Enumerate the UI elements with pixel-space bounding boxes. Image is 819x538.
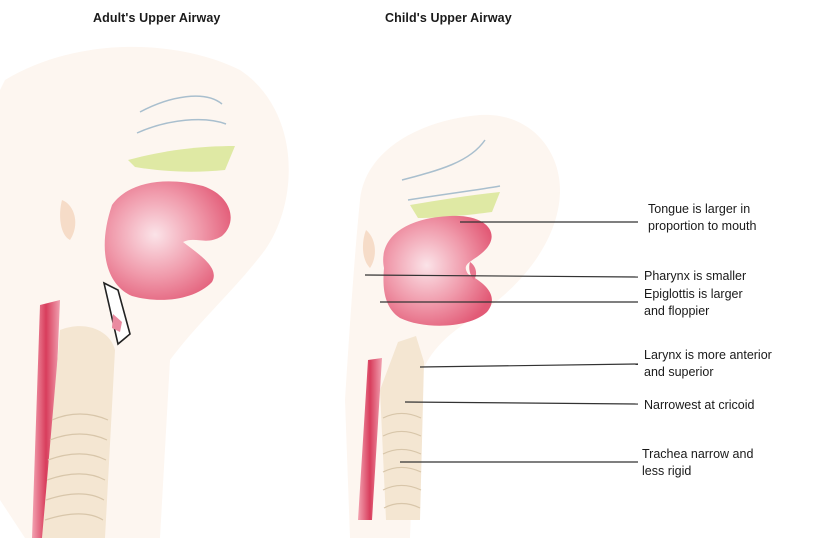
label-larynx-line1: Larynx is more anterior	[644, 347, 772, 364]
label-trachea-line2: less rigid	[642, 463, 753, 480]
leader-line-cricoid	[405, 402, 638, 404]
label-trachea-line1: Trachea narrow and	[642, 446, 753, 463]
label-pharynx-line1: Pharynx is smaller	[644, 268, 746, 285]
child-head	[345, 115, 560, 538]
label-larynx-line2: and superior	[644, 364, 772, 381]
label-epiglottis-line2: and floppier	[644, 303, 743, 320]
leader-line-larynx	[420, 364, 638, 367]
label-pharynx: Pharynx is smaller	[644, 268, 746, 285]
label-cricoid-line1: Narrowest at cricoid	[644, 397, 754, 414]
label-tongue-line2: proportion to mouth	[648, 218, 756, 235]
label-trachea: Trachea narrow and less rigid	[642, 446, 753, 480]
label-tongue: Tongue is larger in proportion to mouth	[648, 201, 756, 235]
label-tongue-line1: Tongue is larger in	[648, 201, 756, 218]
label-larynx: Larynx is more anterior and superior	[644, 347, 772, 381]
adult-head	[0, 47, 289, 538]
child-head-skin	[345, 115, 560, 538]
label-epiglottis-line1: Epiglottis is larger	[644, 286, 743, 303]
label-epiglottis: Epiglottis is larger and floppier	[644, 286, 743, 320]
label-cricoid: Narrowest at cricoid	[644, 397, 754, 414]
